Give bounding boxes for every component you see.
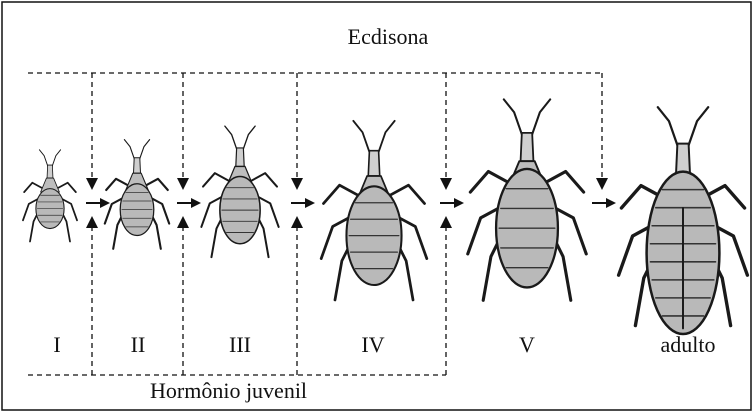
insect-stage-5 [468, 99, 586, 300]
insect-stage-4 [321, 121, 427, 300]
juvenile-hormone-label: Hormônio juvenil [150, 380, 307, 402]
stage-label-5: V [519, 334, 535, 356]
insect-stages [23, 99, 747, 334]
stage-label-2: II [131, 334, 146, 356]
insect-stage-3 [201, 126, 278, 257]
stage-label-1: I [53, 334, 60, 356]
insect-stage-2 [105, 140, 169, 249]
ecdysone-lines [28, 73, 602, 180]
stage-label-3: III [229, 334, 251, 356]
stage-label-adult: adulto [661, 334, 716, 356]
insect-stage-1 [23, 150, 77, 242]
ecdysone-label: Ecdisona [348, 26, 429, 48]
insect-stage-6 [619, 107, 748, 334]
stage-label-4: IV [361, 334, 384, 356]
